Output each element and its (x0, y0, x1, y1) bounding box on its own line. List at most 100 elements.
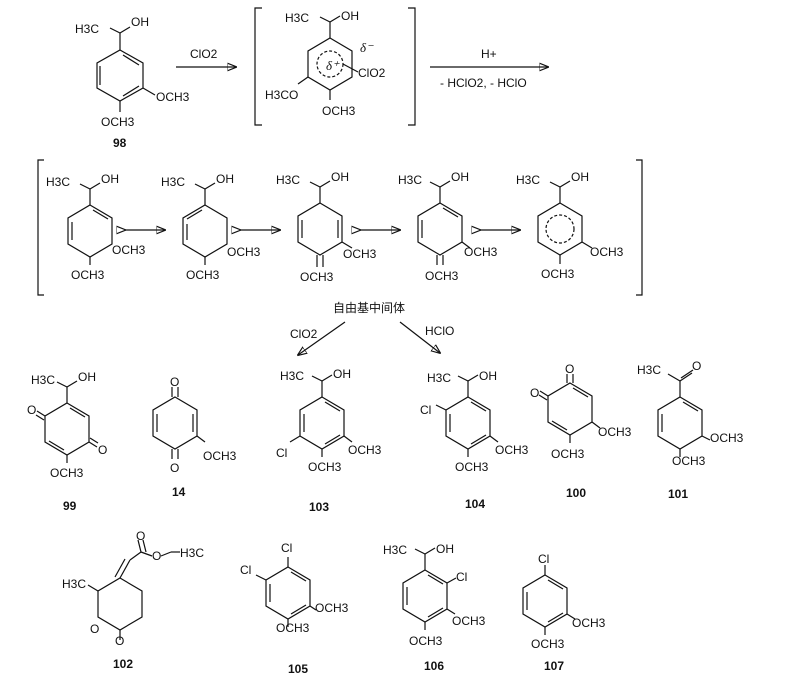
methoxy-label: OCH3 (409, 634, 443, 648)
hydroxyl-label: OH (131, 15, 149, 29)
methyl-label: H3C (62, 577, 86, 591)
hydroxyl-label: OH (331, 170, 349, 184)
methoxy-label: OCH3 (551, 447, 585, 461)
reagent-label: ClO2 (190, 47, 218, 61)
methoxy-label: OCH3 (464, 245, 498, 259)
ring-oxygen-label: O (90, 622, 99, 636)
resonance-structure-4: H3C OH OCH3 OCH3 (398, 170, 498, 283)
oxygen-label: O (98, 443, 107, 457)
hydroxyl-label: OH (571, 170, 589, 184)
byproducts-label: - HClO2, - HClO (440, 76, 527, 90)
chlorine-label: Cl (538, 552, 549, 566)
chlorine-label: Cl (240, 563, 251, 577)
methyl-label: H3C (637, 363, 661, 377)
chlorine-label: Cl (276, 446, 287, 460)
methyl-label: H3C (276, 173, 300, 187)
methyl-label: H3C (161, 175, 185, 189)
oxygen-label: O (692, 359, 701, 373)
oxygen-label: O (152, 549, 161, 563)
reagent-label: HClO (425, 324, 454, 338)
resonance-structure-3: H3C OH OCH3 OCH3 (276, 170, 377, 284)
methoxy-label: OCH3 (276, 621, 310, 635)
methoxy-label: OCH3 (203, 449, 237, 463)
methyl-label: H3C (398, 173, 422, 187)
methoxy-label: OCH3 (300, 270, 334, 284)
methoxy-label: OCH3 (572, 616, 606, 630)
hydroxyl-label: OH (451, 170, 469, 184)
methoxy-label: OCH3 (322, 104, 356, 118)
hydroxyl-label: OH (436, 542, 454, 556)
methoxy-label: OCH3 (590, 245, 624, 259)
compound-number: 99 (63, 499, 77, 513)
methoxy-label: OCH3 (710, 431, 744, 445)
methoxy-label: OCH3 (495, 443, 529, 457)
methoxy-label: OCH3 (541, 267, 575, 281)
hydroxyl-label: OH (78, 370, 96, 384)
compound-103: H3C OH Cl OCH3 OCH3 103 (276, 367, 382, 514)
methyl-label: H3C (180, 546, 204, 560)
methoxy-label: OCH3 (598, 425, 632, 439)
methoxy-label: OCH3 (315, 601, 349, 615)
resonance-structure-5: H3C OH OCH3 OCH3 (516, 170, 624, 281)
methyl-label: H3C (46, 175, 70, 189)
methoxy-label: OCH3 (156, 90, 190, 104)
delta-plus-label: δ⁺ (326, 58, 340, 73)
compound-102: O O H3C H3C O O 102 (62, 529, 204, 671)
oxygen-label: O (136, 529, 145, 543)
compound-number: 101 (668, 487, 688, 501)
charge-transfer-complex: H3C OH δ⁻ δ⁺ ClO2 H3CO OCH3 (254, 7, 416, 126)
oxygen-label: O (170, 461, 179, 475)
methoxy-label: OCH3 (71, 268, 105, 282)
methoxy-label: OCH3 (308, 460, 342, 474)
compound-107: Cl OCH3 OCH3 107 (522, 552, 606, 673)
compound-number: 107 (544, 659, 564, 673)
chlorine-label: Cl (281, 541, 292, 555)
compound-number: 104 (465, 497, 485, 511)
compound-105: Cl Cl OCH3 OCH3 105 (240, 541, 349, 676)
methoxy-label: OCH3 (227, 245, 261, 259)
oxygen-label: O (565, 362, 574, 376)
methyl-label: H3C (516, 173, 540, 187)
compound-106: H3C OH Cl OCH3 OCH3 106 (383, 542, 486, 673)
methoxy-label: OCH3 (50, 466, 84, 480)
oxygen-label: O (170, 375, 179, 389)
compound-101: H3C O OCH3 OCH3 101 (637, 359, 744, 501)
methoxy-label: OCH3 (452, 614, 486, 628)
oxygen-label: O (115, 634, 124, 648)
chlorine-label: Cl (456, 570, 467, 584)
compound-104: H3C OH Cl OCH3 OCH3 104 (420, 369, 529, 511)
compound-number: 102 (113, 657, 133, 671)
oxygen-label: O (530, 386, 539, 400)
clo2-label: ClO2 (358, 66, 386, 80)
compound-number: 106 (424, 659, 444, 673)
hydroxyl-label: OH (333, 367, 351, 381)
methyl-label: H3C (280, 369, 304, 383)
methoxy-label: OCH3 (348, 443, 382, 457)
methoxy-label: OCH3 (672, 454, 706, 468)
methoxy-label: H3CO (265, 88, 298, 102)
methoxy-label: OCH3 (343, 247, 377, 261)
methoxy-label: OCH3 (101, 115, 135, 129)
methoxy-label: OCH3 (455, 460, 489, 474)
reaction-arrow-acid: H+ - HClO2, - HClO (430, 47, 548, 90)
intermediate-caption: 自由基中间体 (333, 300, 405, 315)
compound-99: H3C OH O O OCH3 99 (27, 370, 107, 513)
compound-14: O O OCH3 14 (152, 375, 237, 499)
compound-number: 103 (309, 500, 329, 514)
reaction-arrow-clo2: ClO2 (176, 47, 236, 67)
methyl-label: H3C (427, 371, 451, 385)
methyl-label: H3C (31, 373, 55, 387)
methoxy-label: OCH3 (186, 268, 220, 282)
methyl-label: H3C (285, 11, 309, 25)
resonance-structure-1: H3C OH OCH3 OCH3 (46, 172, 146, 282)
branch-arrows: ClO2 HClO (290, 321, 454, 355)
methyl-label: H3C (75, 22, 99, 36)
compound-number: 14 (172, 485, 186, 499)
reagent-label: H+ (481, 47, 497, 61)
methyl-label: H3C (383, 543, 407, 557)
methoxy-label: OCH3 (425, 269, 459, 283)
methoxy-label: OCH3 (531, 637, 565, 651)
hydroxyl-label: OH (341, 9, 359, 23)
compound-number: 105 (288, 662, 308, 676)
